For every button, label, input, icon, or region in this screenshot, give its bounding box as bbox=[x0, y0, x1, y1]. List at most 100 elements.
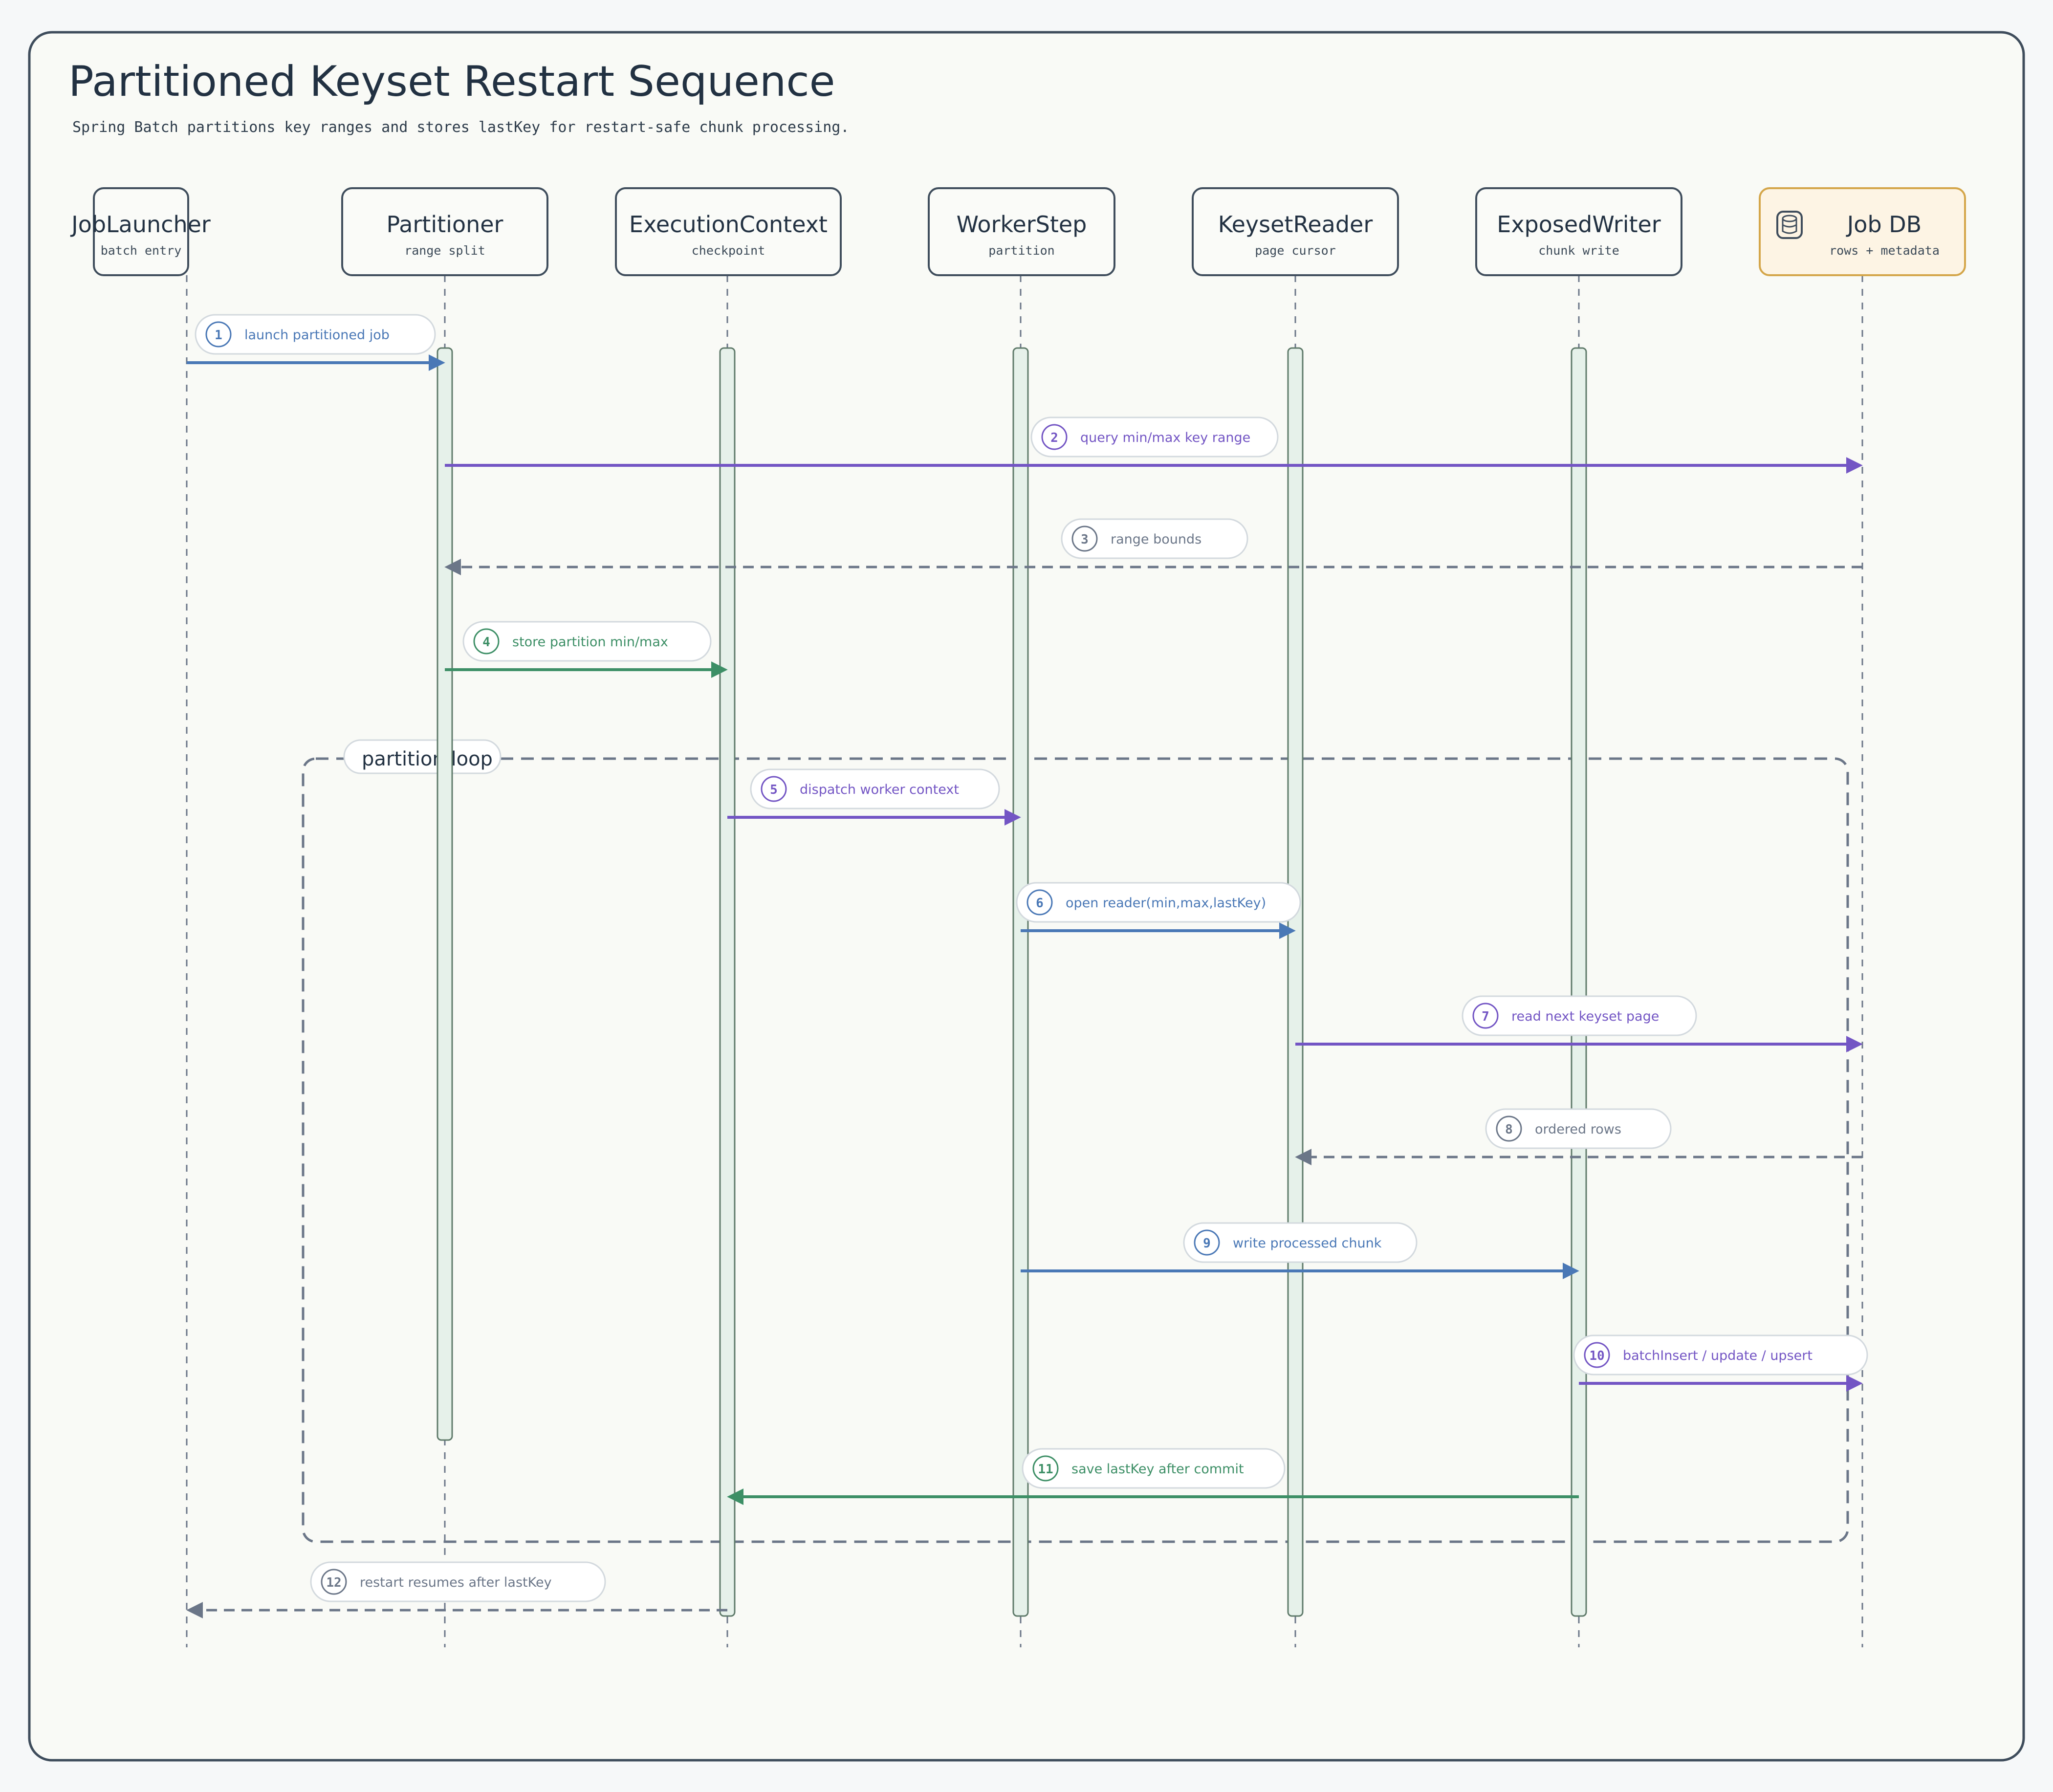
participant-name: Job DB bbox=[1846, 211, 1922, 238]
messages: 1 launch partitioned job 2 query min/max ke… bbox=[186, 314, 1868, 1618]
message-label: batchInsert / update / upsert bbox=[1623, 1348, 1813, 1363]
participant-name: ExecutionContext bbox=[629, 211, 828, 238]
participant-box bbox=[1759, 187, 1966, 276]
message-label: range bounds bbox=[1111, 532, 1201, 547]
message-label: save lastKey after commit bbox=[1071, 1462, 1244, 1477]
database-icon bbox=[1776, 211, 1803, 239]
message-label: query min/max key range bbox=[1080, 430, 1250, 445]
message-8: 8 ordered rows bbox=[1295, 1108, 1862, 1165]
step-number-badge bbox=[1032, 1455, 1059, 1482]
message-label-pill bbox=[750, 768, 1000, 809]
message-label-pill bbox=[310, 1561, 606, 1602]
message-label: launch partitioned job bbox=[244, 328, 390, 343]
activation-bar-writer bbox=[1571, 347, 1587, 1617]
message-label-pill bbox=[1573, 1334, 1868, 1376]
activation-bar-context bbox=[719, 347, 736, 1617]
message-9: 9 write processed chunk bbox=[1021, 1222, 1579, 1279]
loop-frame-border bbox=[302, 757, 1849, 1543]
step-number: 11 bbox=[1038, 1462, 1053, 1477]
diagram-subtitle: Spring Batch partitions key ranges and s… bbox=[72, 119, 849, 136]
diagram-title: Partitioned Keyset Restart Sequence bbox=[68, 57, 835, 106]
participant-box bbox=[341, 187, 548, 276]
step-number: 1 bbox=[215, 328, 222, 343]
message-label: write processed chunk bbox=[1233, 1236, 1382, 1251]
message-label: store partition min/max bbox=[512, 634, 668, 650]
participant-name: JobLauncher bbox=[70, 211, 211, 238]
step-number: 9 bbox=[1203, 1236, 1211, 1251]
message-4: 4 store partition min/max bbox=[445, 621, 728, 678]
step-number-badge bbox=[205, 321, 232, 348]
participant-subtitle: rows + metadata bbox=[1829, 243, 1940, 258]
message-label: read next keyset page bbox=[1511, 1009, 1659, 1024]
participant-subtitle: page cursor bbox=[1255, 243, 1336, 258]
step-number-badge bbox=[1041, 424, 1068, 450]
step-number: 3 bbox=[1081, 532, 1089, 547]
participant-subtitle: range split bbox=[404, 243, 485, 258]
activation-bar-worker bbox=[1012, 347, 1029, 1617]
step-number: 10 bbox=[1589, 1349, 1604, 1363]
loop-label-pill bbox=[343, 739, 502, 774]
step-number: 6 bbox=[1036, 896, 1044, 911]
participant-name: Partitioner bbox=[387, 211, 503, 238]
step-number-badge bbox=[321, 1569, 347, 1595]
step-number: 5 bbox=[770, 783, 778, 797]
participant-name: WorkerStep bbox=[957, 211, 1087, 238]
message-1: 1 launch partitioned job bbox=[187, 314, 445, 371]
participant-reader: KeysetReader page cursor bbox=[1192, 187, 1399, 276]
participant-writer: ExposedWriter chunk write bbox=[1475, 187, 1682, 276]
message-5: 5 dispatch worker context bbox=[727, 768, 1021, 826]
message-6: 6 open reader(min,max,lastKey) bbox=[1016, 882, 1301, 939]
participant-box bbox=[93, 187, 189, 276]
message-3: 3 range bounds bbox=[444, 518, 1862, 575]
participant-launcher: JobLauncher batch entry bbox=[70, 187, 211, 276]
step-number: 7 bbox=[1482, 1009, 1489, 1024]
participant-box bbox=[928, 187, 1115, 276]
participant-subtitle: partition bbox=[988, 243, 1054, 258]
participant-box bbox=[1192, 187, 1399, 276]
participant-subtitle: chunk write bbox=[1538, 243, 1619, 258]
message-10: 10 batchInsert / update / upsert bbox=[1573, 1334, 1868, 1392]
loop-label: partition loop bbox=[362, 748, 493, 770]
step-number: 4 bbox=[482, 635, 490, 650]
step-number-badge bbox=[761, 776, 787, 802]
participant-context: ExecutionContext checkpoint bbox=[615, 187, 842, 276]
activation-bar-reader bbox=[1287, 347, 1304, 1617]
participants: JobLauncher batch entry Partitioner range s… bbox=[70, 187, 1966, 276]
message-label-pill bbox=[1061, 518, 1248, 559]
message-7: 7 read next keyset page bbox=[1295, 995, 1863, 1052]
message-label-pill bbox=[195, 314, 436, 355]
step-number: 2 bbox=[1050, 431, 1058, 445]
message-label-pill bbox=[1485, 1108, 1672, 1149]
message-label: open reader(min,max,lastKey) bbox=[1066, 896, 1266, 911]
step-number-badge bbox=[1071, 525, 1098, 552]
participant-partitioner: Partitioner range split bbox=[341, 187, 548, 276]
message-label: ordered rows bbox=[1535, 1122, 1621, 1137]
loop-frame: partition loop bbox=[302, 739, 1849, 1543]
participant-worker: WorkerStep partition bbox=[928, 187, 1115, 276]
step-number-badge bbox=[1584, 1342, 1610, 1368]
step-number-badge bbox=[1026, 889, 1053, 916]
participant-box bbox=[1475, 187, 1682, 276]
message-label-pill bbox=[1030, 416, 1279, 458]
participant-name: KeysetReader bbox=[1218, 211, 1373, 238]
step-number-badge bbox=[1472, 1003, 1499, 1029]
message-label-pill bbox=[1022, 1448, 1286, 1489]
message-label-pill bbox=[1462, 995, 1697, 1036]
message-label-pill bbox=[1016, 882, 1301, 923]
message-label: dispatch worker context bbox=[800, 782, 959, 797]
activation-bar-partitioner bbox=[437, 347, 453, 1441]
step-number: 8 bbox=[1505, 1122, 1513, 1137]
message-label-pill bbox=[1183, 1222, 1418, 1263]
participant-subtitle: checkpoint bbox=[692, 243, 765, 258]
step-number-badge bbox=[1496, 1115, 1522, 1142]
participant-name: ExposedWriter bbox=[1497, 211, 1661, 238]
participant-db: Job DB rows + metadata bbox=[1759, 187, 1966, 276]
activation-bars bbox=[437, 347, 1587, 1617]
message-2: 2 query min/max key range bbox=[445, 416, 1863, 474]
participant-subtitle: batch entry bbox=[101, 243, 182, 258]
step-number-badge bbox=[473, 628, 500, 655]
message-label-pill bbox=[462, 621, 712, 662]
participant-box bbox=[615, 187, 842, 276]
